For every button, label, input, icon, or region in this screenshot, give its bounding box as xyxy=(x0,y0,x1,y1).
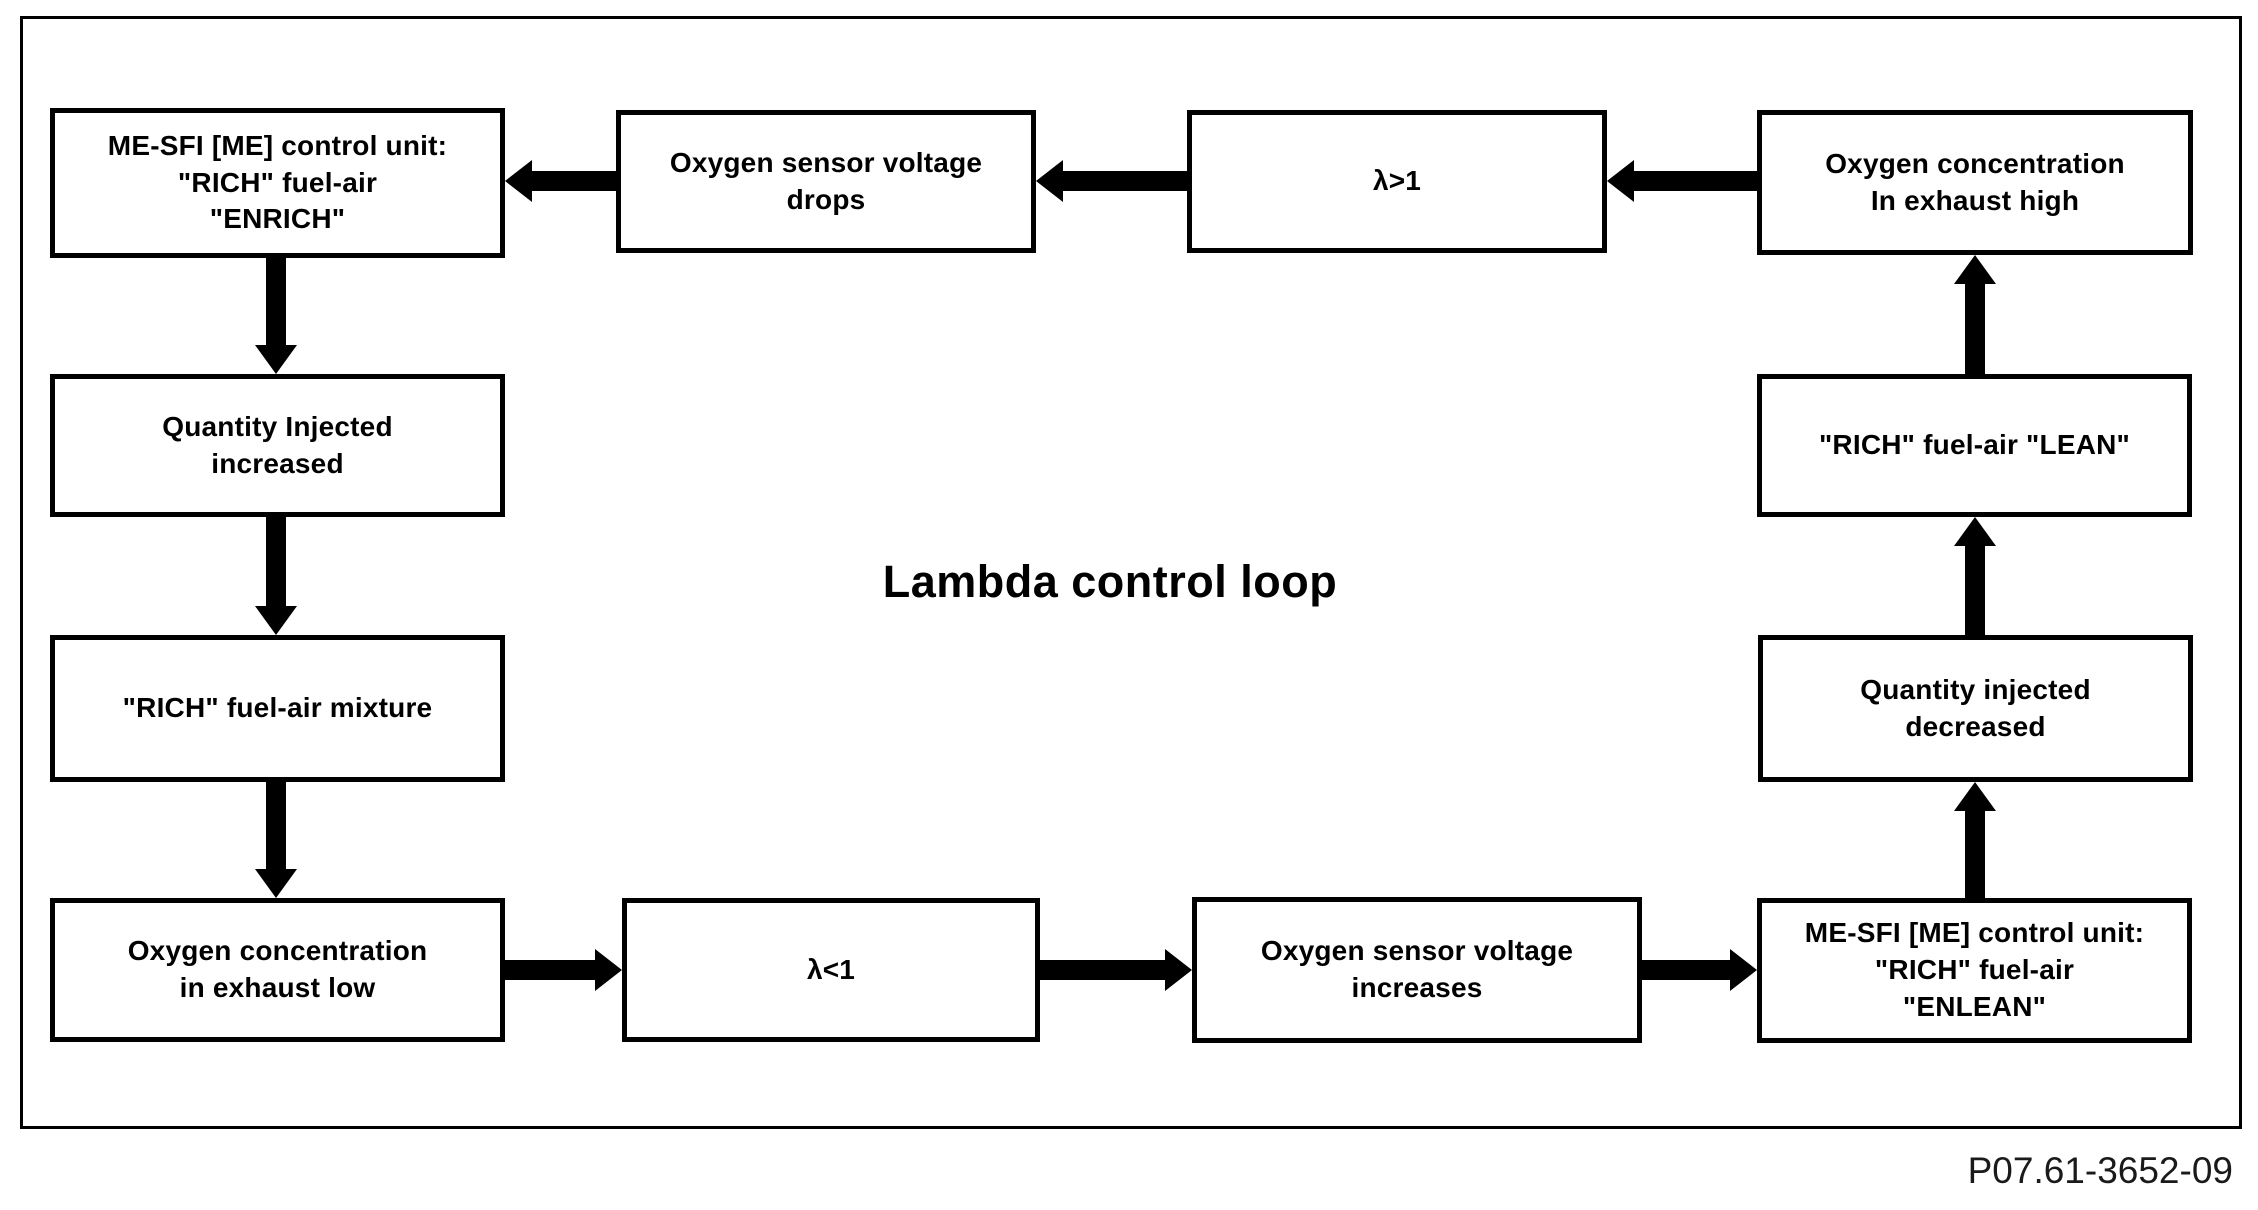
arrow-quantity-decreased-to-rich-lean xyxy=(1954,517,1996,635)
arrow-oxygen-low-to-lambda-lt1 xyxy=(505,949,622,991)
arrow-head-up-icon xyxy=(1954,255,1996,284)
arrow-shaft xyxy=(529,171,616,191)
arrow-shaft xyxy=(1965,281,1985,374)
arrow-shaft xyxy=(1965,543,1985,635)
arrow-shaft xyxy=(505,960,598,980)
arrow-lambda-gt1-to-voltage-drops xyxy=(1036,160,1187,202)
arrow-rich-mixture-to-oxygen-low xyxy=(255,782,297,898)
arrow-head-right-icon xyxy=(1730,949,1757,991)
arrow-head-right-icon xyxy=(595,949,622,991)
arrow-enlean-to-quantity-decreased xyxy=(1954,782,1996,898)
arrow-head-left-icon xyxy=(1036,160,1063,202)
node-quantity-injected-decreased: Quantity injected decreased xyxy=(1758,635,2193,782)
arrow-shaft xyxy=(1040,960,1168,980)
arrow-head-down-icon xyxy=(255,606,297,635)
arrow-shaft xyxy=(1631,171,1757,191)
arrow-shaft xyxy=(266,782,286,872)
arrow-shaft xyxy=(266,517,286,609)
arrow-enrich-to-quantity-increased xyxy=(255,258,297,374)
node-quantity-injected-increased: Quantity Injected increased xyxy=(50,374,505,517)
arrow-shaft xyxy=(1060,171,1187,191)
node-oxygen-concentration-high: Oxygen concentration In exhaust high xyxy=(1757,110,2193,255)
node-oxygen-concentration-low: Oxygen concentration in exhaust low xyxy=(50,898,505,1042)
diagram-title: Lambda control loop xyxy=(882,556,1338,607)
node-oxygen-sensor-voltage-increases: Oxygen sensor voltage increases xyxy=(1192,897,1642,1043)
arrow-lambda-lt1-to-voltage-increases xyxy=(1040,949,1192,991)
part-number: P07.61-3652-09 xyxy=(1967,1150,2233,1191)
node-rich-fuel-air-mixture: "RICH" fuel-air mixture xyxy=(50,635,505,782)
arrow-head-up-icon xyxy=(1954,782,1996,811)
arrow-shaft xyxy=(1642,960,1733,980)
arrow-head-down-icon xyxy=(255,869,297,898)
arrow-voltage-increases-to-enlean xyxy=(1642,949,1757,991)
node-lambda-less-1: λ<1 xyxy=(622,898,1040,1042)
arrow-quantity-increased-to-rich-mixture xyxy=(255,517,297,635)
arrow-voltage-drops-to-enrich xyxy=(505,160,616,202)
arrow-head-down-icon xyxy=(255,345,297,374)
arrow-oxygen-high-to-lambda-gt1 xyxy=(1607,160,1757,202)
arrow-head-left-icon xyxy=(1607,160,1634,202)
arrow-head-up-icon xyxy=(1954,517,1996,546)
arrow-shaft xyxy=(266,258,286,348)
arrow-rich-lean-to-oxygen-high xyxy=(1954,255,1996,374)
node-rich-fuel-air-lean: "RICH" fuel-air "LEAN" xyxy=(1757,374,2192,517)
node-me-sfi-enlean: ME-SFI [ME] control unit: "RICH" fuel-ai… xyxy=(1757,898,2192,1043)
arrow-head-left-icon xyxy=(505,160,532,202)
arrow-shaft xyxy=(1965,808,1985,898)
node-oxygen-sensor-voltage-drops: Oxygen sensor voltage drops xyxy=(616,110,1036,253)
node-me-sfi-enrich: ME-SFI [ME] control unit: "RICH" fuel-ai… xyxy=(50,108,505,258)
node-lambda-greater-1: λ>1 xyxy=(1187,110,1607,253)
arrow-head-right-icon xyxy=(1165,949,1192,991)
